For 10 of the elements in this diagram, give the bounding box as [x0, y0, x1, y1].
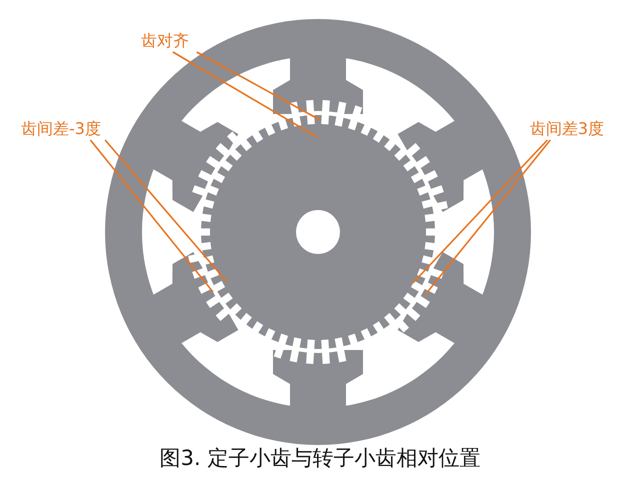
- leader-line: [90, 140, 214, 292]
- leader-line: [196, 51, 320, 121]
- leader-line: [412, 139, 548, 284]
- callout-label: 齿对齐: [132, 30, 198, 52]
- leader-line: [104, 139, 228, 283]
- figure-caption: 图3. 定子小齿与转子小齿相对位置: [158, 445, 482, 472]
- callout-label: 齿间差-3度: [12, 118, 110, 140]
- callout-label: 齿间差3度: [518, 118, 616, 140]
- leader-line: [424, 140, 551, 296]
- leader-line: [172, 51, 318, 138]
